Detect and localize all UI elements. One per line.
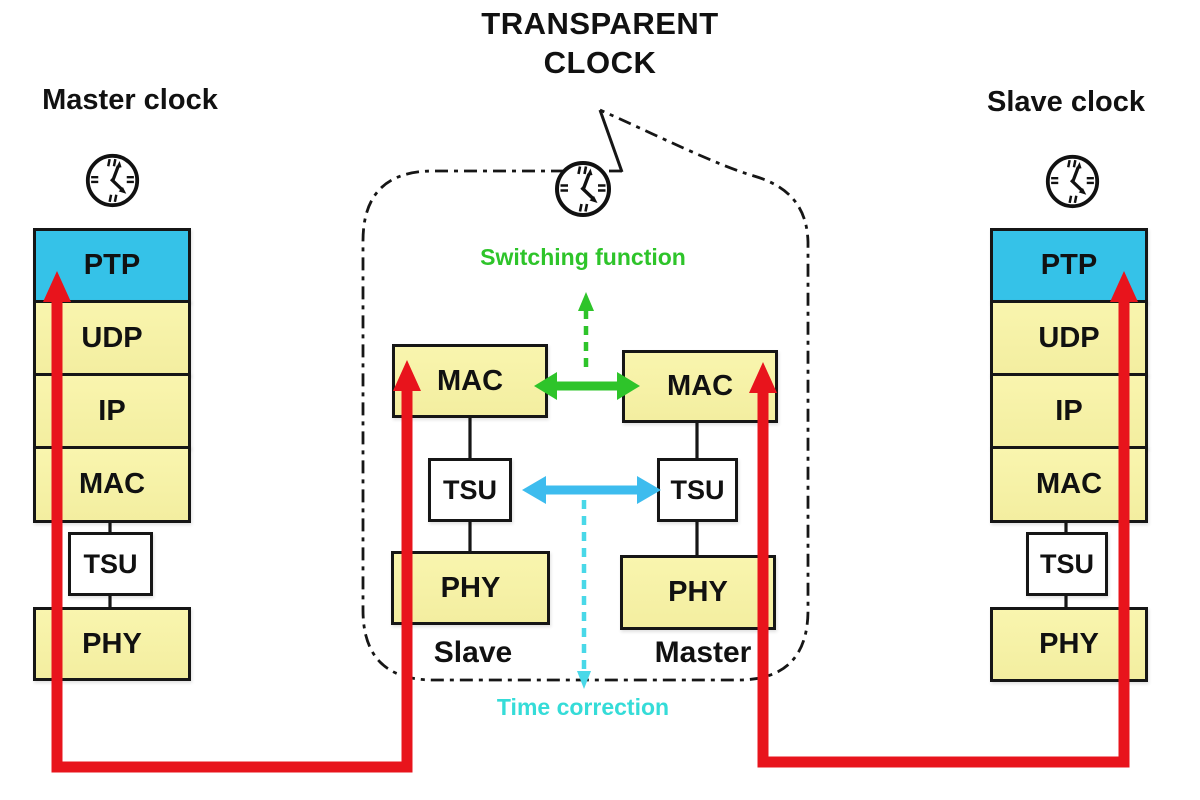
tc-master-tsu-box: TSU (657, 458, 738, 522)
red-path-master-to-tc (43, 271, 421, 773)
red-arrowhead-master-ptp (43, 271, 71, 302)
master-mac-label: MAC (78, 468, 146, 500)
tc-slave-phy-label: PHY (440, 571, 501, 604)
tc-slave-tsu-label: TSU (443, 474, 497, 505)
slave-clock-icon (1045, 154, 1100, 209)
red-arrowhead-slave-ptp (1110, 271, 1138, 302)
tc-master-phy-box: PHY (620, 555, 776, 630)
master-ptp-label: PTP (83, 249, 141, 281)
red-path-tc-to-slave (749, 271, 1138, 768)
master-clock-title: Master clock (42, 84, 218, 116)
master-ip-label: IP (98, 394, 126, 427)
mac-to-mac-green-arrow (534, 372, 640, 400)
tc-master-port-label: Master (654, 636, 752, 669)
title-line-1: TRANSPARENT (481, 6, 719, 41)
transparent-clock-boundary (361, 108, 810, 682)
time-correction-dashed-arrow (577, 500, 591, 689)
slave-udp-label: UDP (1038, 321, 1100, 354)
tc-master-phy-label: PHY (668, 576, 728, 608)
red-arrowhead-tc-slave-mac (393, 360, 421, 391)
tc-slave-tsu-box: TSU (428, 458, 512, 522)
tc-slave-port-label: Slave (433, 636, 513, 669)
slave-tsu-label: TSU (1040, 548, 1094, 579)
master-tsu-box: TSU (68, 532, 153, 596)
stack-connector-lines (108, 416, 1068, 609)
slave-phy-label: PHY (1039, 628, 1099, 660)
tc-slave-mac-box: MAC (392, 344, 548, 418)
red-arrowhead-tc-master-mac (749, 362, 777, 393)
master-phy-label: PHY (82, 627, 142, 660)
slave-ip-label: IP (1055, 394, 1083, 427)
title-line-2: CLOCK (543, 45, 657, 80)
time-correction-label: Time correction (496, 694, 670, 720)
transparent-clock-icon (555, 161, 611, 217)
slave-tsu-box: TSU (1026, 532, 1108, 596)
master-clock-icon (85, 153, 140, 208)
tc-slave-mac-label: MAC (436, 364, 504, 397)
tc-slave-phy-box: PHY (391, 551, 550, 625)
tc-master-tsu-label: TSU (670, 474, 725, 505)
bubble-tail-line (598, 109, 624, 173)
switching-function-dashed-arrow (578, 292, 594, 372)
switching-function-label: Switching function (480, 244, 686, 270)
slave-ptp-label: PTP (1040, 249, 1098, 281)
slave-clock-title: Slave clock (987, 86, 1145, 118)
slave-mac-label: MAC (1035, 468, 1103, 500)
tsu-to-tsu-cyan-arrow (522, 476, 661, 504)
master-tsu-label: TSU (83, 548, 138, 579)
master-udp-label: UDP (81, 321, 143, 354)
diagram-title: TRANSPARENT CLOCK (430, 4, 770, 82)
tc-master-mac-label: MAC (666, 370, 734, 402)
